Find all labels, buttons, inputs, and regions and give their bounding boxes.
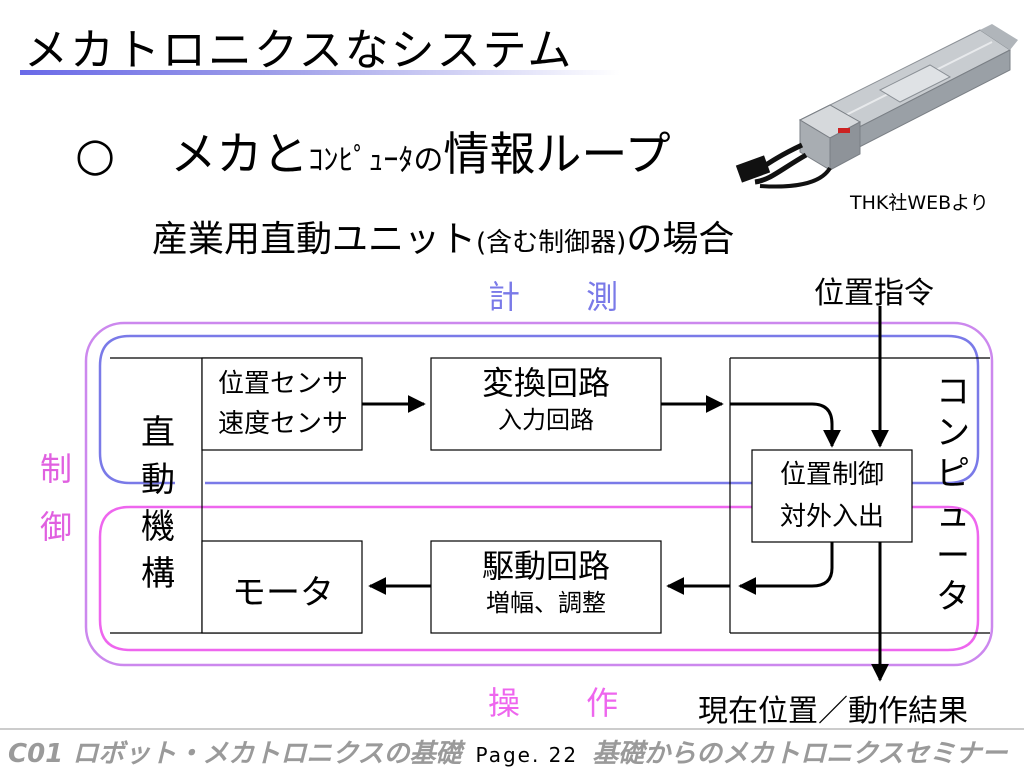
conversion-line-main: 変換回路 (481, 364, 610, 402)
motor-label: モータ (232, 573, 334, 613)
controller-box (751, 449, 913, 543)
arrow-controller-to-computer (738, 542, 834, 595)
subtitle-case-end: の場合 (626, 219, 735, 260)
page-title: メカトロニクスなシステム (24, 25, 574, 76)
measure-loop (98, 334, 980, 485)
computer-label: コンピュータ (936, 372, 970, 617)
operate-label: 操 作 (488, 684, 647, 722)
sensor-line-position: 位置センサ (217, 369, 348, 399)
footer-seminar: 基礎からのメカトロニクスセミナー (592, 739, 1008, 769)
output-result-label: 現在位置／動作結果 (698, 694, 968, 729)
command-input-label: 位置指令 (814, 276, 934, 311)
control-label: 制御 (39, 450, 72, 546)
footer-divider (0, 728, 1024, 730)
footer-course: C01 ロボット・メカトロニクスの基礎 (8, 739, 462, 769)
subtitle-case: 産業用直動ユニット(含む制御器)の場合 (152, 210, 734, 262)
drive-box (430, 540, 662, 634)
controller-label: 位置制御 対外入出 (752, 454, 912, 538)
subtitle-end: 情報ループ (443, 127, 671, 181)
subtitle: ○ メカとｺﾝﾋﾟｭｰﾀの情報ループ (75, 118, 671, 184)
mechanism-label: 直動機構 (141, 413, 175, 594)
controller-line-io: 対外入出 (779, 502, 884, 532)
title-underline (20, 70, 620, 75)
operate-loop (98, 505, 980, 652)
conversion-line-sub: 入力回路 (498, 406, 594, 434)
control-loop-outer (84, 321, 994, 667)
drive-line-main: 駆動回路 (481, 547, 610, 585)
subtitle-main: メカと (170, 127, 309, 181)
controller-line-position: 位置制御 (779, 460, 884, 490)
subtitle-marker: ○ (75, 127, 116, 181)
motor-box (201, 540, 363, 634)
drive-line-sub: 増幅、調整 (486, 589, 606, 617)
sensor-box (201, 357, 363, 451)
sensor-line-speed: 速度センサ (217, 409, 348, 439)
drive-label: 駆動回路 増幅、調整 (431, 545, 661, 619)
conversion-box (430, 357, 662, 451)
photo-credit: THK社WEBより (850, 192, 989, 214)
subtitle-case-main: 産業用直動ユニット (152, 219, 477, 260)
arrow-computer-to-controller (730, 402, 841, 448)
conversion-label: 変換回路 入力回路 (431, 362, 661, 436)
linear-unit-illustration (735, 24, 1018, 189)
subtitle-small: ｺﾝﾋﾟｭｰﾀの (308, 143, 444, 178)
measure-label: 計 測 (488, 278, 647, 316)
subtitle-case-small: (含む制御器) (476, 228, 627, 258)
footer: C01 ロボット・メカトロニクスの基礎 Page. 22 基礎からのメカトロニクスセ… (8, 733, 1018, 770)
sensor-label: 位置センサ 速度センサ (204, 364, 362, 444)
footer-page-number: Page. 22 (475, 743, 579, 767)
